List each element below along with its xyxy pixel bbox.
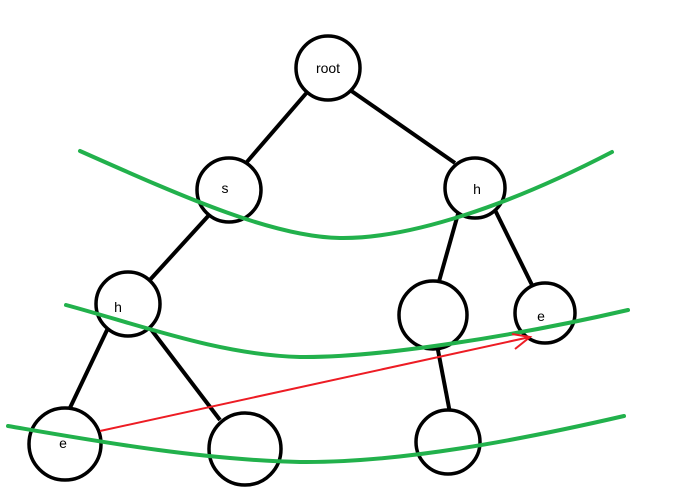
node-blank-1 xyxy=(397,279,469,351)
level-curve-1 xyxy=(78,149,614,241)
edge-s-h xyxy=(146,212,212,284)
node-h-right-label: h xyxy=(473,181,481,197)
node-h-left-label: h xyxy=(114,299,122,315)
node-blank-2-circle xyxy=(207,411,283,487)
node-blank-3-circle xyxy=(414,408,482,476)
node-e-right-circle xyxy=(513,281,577,345)
node-h-left-circle xyxy=(94,270,162,338)
node-blank-1-circle xyxy=(397,279,469,351)
node-root-circle xyxy=(294,34,362,102)
link-arrow xyxy=(99,333,533,432)
tree-nodes: root s h h e e xyxy=(27,34,577,487)
node-e-right-label: e xyxy=(537,308,545,324)
edge-h-e xyxy=(493,209,534,286)
node-h-right: h xyxy=(443,156,507,220)
node-blank-2 xyxy=(207,411,283,487)
edge-h-blank1 xyxy=(436,213,460,286)
node-root-label: root xyxy=(316,60,340,76)
edge-root-h xyxy=(348,88,457,165)
node-s-label: s xyxy=(222,180,229,196)
node-e-right: e xyxy=(513,281,577,345)
node-h-left: h xyxy=(94,270,162,338)
link-arrow-head xyxy=(511,333,533,350)
node-h-right-circle xyxy=(443,156,507,220)
node-root: root xyxy=(294,34,362,102)
tree-edges xyxy=(66,88,534,422)
level-curves xyxy=(6,149,630,465)
level-curve-3 xyxy=(6,414,626,465)
level-curve-2 xyxy=(64,303,630,360)
edge-root-s xyxy=(244,88,311,165)
node-e-left-circle xyxy=(27,406,103,482)
node-e-left: e xyxy=(27,406,103,482)
link-arrow-line xyxy=(99,336,531,432)
node-blank-3 xyxy=(414,408,482,476)
edge-h-blank2 xyxy=(148,326,222,422)
edge-h-e-leaf xyxy=(66,327,110,413)
node-e-left-label: e xyxy=(59,435,67,451)
